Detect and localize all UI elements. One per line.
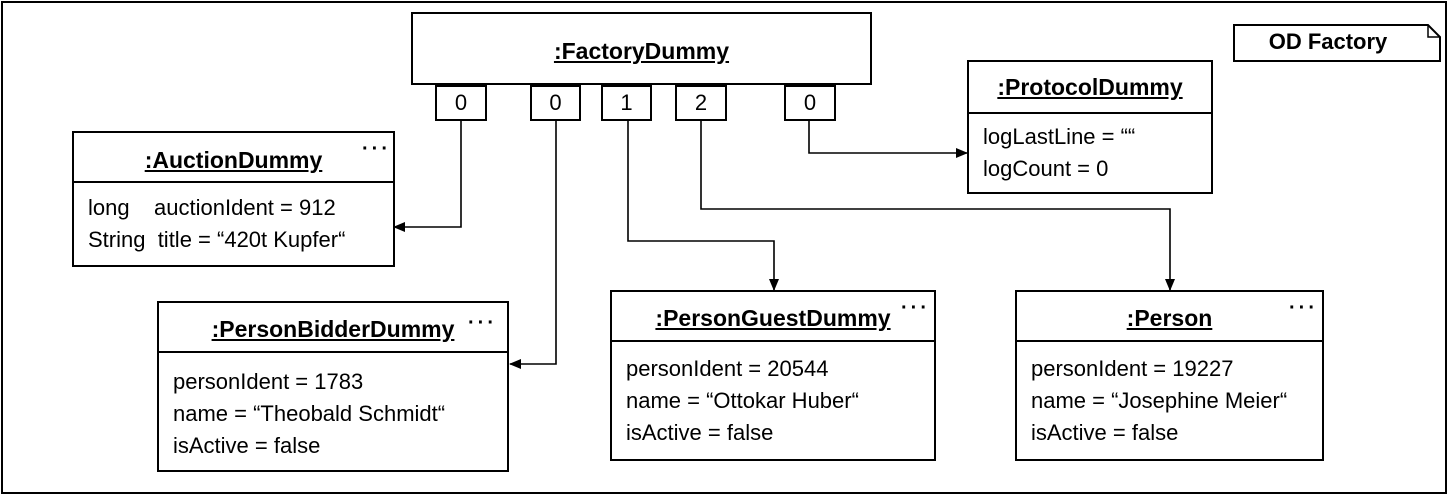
attribute: personIdent = 19227 [1031, 356, 1234, 381]
object-title: :ProtocolDummy [997, 74, 1183, 100]
link-slot4-to-protocol [808, 121, 968, 158]
attribute: personIdent = 1783 [173, 369, 364, 394]
object-title: :FactoryDummy [553, 38, 730, 64]
attribute: logCount = 0 [983, 156, 1109, 181]
factory-slot: 0 [530, 85, 581, 121]
link-slot0-to-auction [393, 121, 462, 232]
factory-object[interactable]: :FactoryDummy [411, 12, 872, 85]
object-title: :PersonBidderDummy [211, 316, 455, 342]
more-indicator: ··· [362, 138, 391, 160]
attribute: long auctionIdent = 912 [88, 195, 336, 220]
protocol-object[interactable]: :ProtocolDummy logLastLine = ““ logCount… [967, 60, 1213, 194]
object-title: :Person [1126, 305, 1213, 331]
person-bidder-object[interactable]: :PersonBidderDummy ··· personIdent = 178… [157, 301, 509, 472]
factory-slot: 0 [784, 85, 836, 121]
more-indicator: ··· [468, 312, 497, 334]
attribute: personIdent = 20544 [626, 356, 829, 381]
factory-slot: 0 [435, 85, 487, 121]
attribute: String title = “420t Kupfer“ [88, 227, 346, 252]
attribute: name = “Josephine Meier“ [1031, 388, 1288, 413]
note-shape [1233, 24, 1441, 62]
object-attributes: long auctionIdent = 912 String title = “… [74, 181, 393, 265]
object-attributes: personIdent = 20544 name = “Ottokar Hube… [612, 340, 934, 459]
attribute: isActive = false [626, 420, 774, 445]
link-slot1-to-bidder [509, 121, 557, 369]
more-indicator: ··· [901, 297, 930, 319]
link-slot3-to-person [700, 121, 1175, 291]
attribute: name = “Theobald Schmidt“ [173, 401, 446, 426]
object-title: :PersonGuestDummy [655, 305, 891, 331]
note-label: OD Factory [1268, 29, 1388, 54]
link-slot2-to-guest [627, 121, 779, 291]
object-title: :AuctionDummy [144, 147, 323, 173]
more-indicator: ··· [1289, 297, 1318, 319]
object-attributes: personIdent = 19227 name = “Josephine Me… [1017, 340, 1322, 459]
diagram-note: OD Factory [1233, 24, 1441, 62]
factory-slot: 2 [675, 85, 727, 121]
factory-slot: 1 [601, 85, 652, 121]
person-guest-object[interactable]: :PersonGuestDummy ··· personIdent = 2054… [610, 290, 936, 461]
attribute: logLastLine = ““ [983, 124, 1136, 149]
attribute: isActive = false [1031, 420, 1179, 445]
auction-object[interactable]: :AuctionDummy ··· long auctionIdent = 91… [72, 131, 395, 267]
object-attributes: personIdent = 1783 name = “Theobald Schm… [159, 351, 507, 470]
attribute: name = “Ottokar Huber“ [626, 388, 859, 413]
person-object[interactable]: :Person ··· personIdent = 19227 name = “… [1015, 290, 1324, 461]
object-attributes: logLastLine = ““ logCount = 0 [969, 112, 1211, 192]
attribute: isActive = false [173, 433, 321, 458]
